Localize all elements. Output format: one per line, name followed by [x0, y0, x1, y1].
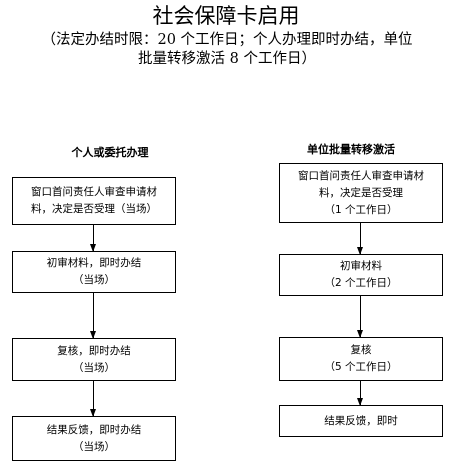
- right-arrow-3: [357, 381, 363, 406]
- right-arrow-2: [357, 296, 363, 338]
- left-step-2-line-1: 初审材料，即时办结: [46, 257, 142, 269]
- left-step-2-line-2: （当场）: [73, 274, 115, 286]
- right-step-2-box: 初审材料 （2 个工作日）: [279, 254, 443, 296]
- right-step-2-line-2: （2 个工作日）: [324, 277, 398, 289]
- left-arrow-2: [90, 293, 96, 339]
- time-limit-note: （法定办结时限：20 个工作日；个人办理即时办结，单位 批量转移激活 8 个工作…: [4, 31, 450, 69]
- left-step-4-line-2: （当场）: [73, 440, 115, 453]
- right-arrow-1: [357, 223, 363, 255]
- left-step-1-line-1: 窗口首问责任人审查申请材: [31, 186, 157, 198]
- left-step-3-line-1: 复核，即时办结: [57, 344, 131, 357]
- left-step-1-line-2: 料，决定是否受理（当场）: [31, 203, 157, 215]
- right-step-3-box: 复核 （5 个工作日）: [279, 337, 443, 381]
- left-step-1-box: 窗口首问责任人审查申请材 料，决定是否受理（当场）: [12, 177, 176, 225]
- right-step-1-line-3: （1 个工作日）: [324, 203, 398, 216]
- right-step-4-box: 结果反馈，即时: [279, 405, 443, 437]
- right-step-3-line-1: 复核: [350, 344, 372, 356]
- right-column-heading: 单位批量转移激活: [307, 143, 395, 156]
- left-step-4-box: 结果反馈，即时办结 （当场）: [12, 416, 176, 461]
- left-step-3-line-2: （当场）: [73, 361, 115, 374]
- left-step-3-box: 复核，即时办结 （当场）: [12, 338, 176, 381]
- left-column-heading: 个人或委托办理: [71, 146, 149, 159]
- time-limit-line-1: （法定办结时限：20 个工作日；个人办理即时办结，单位: [41, 32, 413, 48]
- right-step-1-line-1: 窗口首问责任人审查申请材: [298, 169, 424, 182]
- left-arrow-1: [90, 225, 96, 252]
- page-title: 社会保障卡启用: [152, 4, 300, 28]
- right-step-1-box: 窗口首问责任人审查申请材 料，决定是否受理 （1 个工作日）: [279, 163, 443, 223]
- right-step-1-line-2: 料，决定是否受理: [319, 186, 403, 199]
- right-step-4-line-1: 结果反馈，即时: [324, 414, 398, 427]
- left-step-2-box: 初审材料，即时办结 （当场）: [12, 251, 176, 293]
- left-step-4-line-1: 结果反馈，即时办结: [46, 423, 142, 436]
- right-step-2-line-1: 初审材料: [340, 260, 382, 272]
- right-step-3-line-2: （5 个工作日）: [324, 361, 398, 373]
- time-limit-line-2: 批量转移激活 8 个工作日）: [138, 51, 316, 67]
- left-arrow-3: [90, 381, 96, 417]
